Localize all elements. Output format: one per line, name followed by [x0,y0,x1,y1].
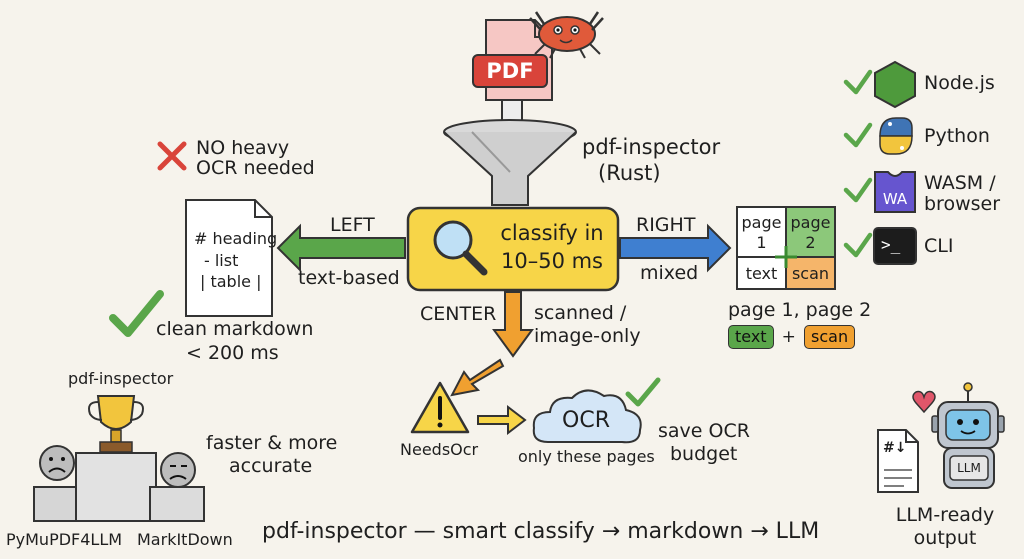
grid-text: text [745,264,778,283]
doc-line-heading: # heading [194,229,278,248]
grid-page1: page [741,213,782,232]
warning-label: NeedsOcr [400,440,479,459]
scan-tag: scan [804,325,856,349]
grid-page1-num: 1 [756,233,767,252]
right-tags: text + scan [728,325,856,349]
sad-face-icon-right [160,452,196,488]
podium-note-line2: accurate [229,455,313,477]
left-result-line2: < 200 ms [186,342,279,364]
ocr-label: OCR [562,408,610,433]
rust-crab-icon [529,11,604,59]
grid-scan: scan [791,264,830,283]
ocr-cloud-icon [532,389,642,444]
mixed-pages-grid [736,206,836,290]
classify-line2: 10–50 ms [500,249,604,273]
check-icon-python [843,122,873,148]
left-arrow [276,223,406,273]
grid-page2: page [790,213,831,232]
left-direction: LEFT [330,214,375,236]
no-ocr-line1: NO heavy [196,137,290,159]
center-arrow-diagonal [450,358,505,397]
footer-tagline: pdf-inspector — smart classify → markdow… [262,519,820,544]
sad-face-icon-left [39,445,75,481]
cli-badge: >_ [881,235,901,254]
doc-line-list: - list [204,251,239,270]
nodejs-icon [874,60,916,109]
robot-icon [912,382,1005,489]
center-kind-line2: image-only [534,325,641,347]
check-icon-markdown [109,290,164,337]
check-icon-cli [843,232,873,258]
doc-line-table: | table | [200,272,262,291]
center-direction: CENTER [420,303,497,325]
right-arrow [619,223,732,273]
right-caption: page 1, page 2 [728,299,872,321]
llm-doc-icon [877,429,919,493]
warning-icon [410,381,470,434]
trophy-icon [88,395,144,453]
llm-line2: output [913,527,977,549]
right-kind: mixed [640,262,699,284]
classify-line1: classify in [500,221,604,245]
podium-note-line1: faster & more [206,432,338,454]
left-kind: text-based [298,267,400,289]
magnifier-icon [433,220,488,276]
check-icon-nodejs [843,69,873,95]
python-icon [879,117,913,155]
platform-cli: CLI [924,235,954,257]
pdf-file-icon [472,19,553,101]
podium [33,452,205,522]
platform-python: Python [924,125,990,147]
wasm-badge: WA [882,190,908,208]
center-arrow [492,291,534,358]
grid-page2-num: 2 [805,233,816,252]
check-icon-wasm [843,177,873,203]
left-result-line1: clean markdown [156,318,314,340]
wasm-icon [874,171,916,213]
markdown-doc-icon [185,199,273,317]
podium-winner: pdf-inspector [68,369,174,388]
inspector-name: pdf-inspector [582,135,721,159]
right-direction: RIGHT [636,214,696,236]
save-line1: save OCR [658,420,750,442]
funnel-icon [443,119,577,206]
no-ocr-line2: OCR needed [196,157,315,179]
check-icon-ocr [625,377,661,407]
text-tag: text [728,325,774,349]
platform-wasm: WASM / [924,172,996,194]
podium-right: MarkItDown [137,530,233,549]
pdf-label: PDF [486,59,534,83]
platform-wasm-line2: browser [924,193,1001,215]
ocr-caption: only these pages [518,447,655,466]
plus-sign: + [781,327,796,347]
save-line2: budget [670,443,738,465]
llm-line1: LLM-ready [895,504,995,526]
podium-left: PyMuPDF4LLM [6,530,123,549]
red-x-icon [157,141,187,171]
arrow-to-ocr [477,404,527,436]
llm-badge: LLM [957,461,981,475]
inspector-lang: (Rust) [598,161,661,185]
center-kind-line1: scanned / [534,302,627,324]
terminal-icon [873,227,917,265]
platform-nodejs: Node.js [924,72,995,94]
llm-doc-mark: #↓ [883,440,907,456]
